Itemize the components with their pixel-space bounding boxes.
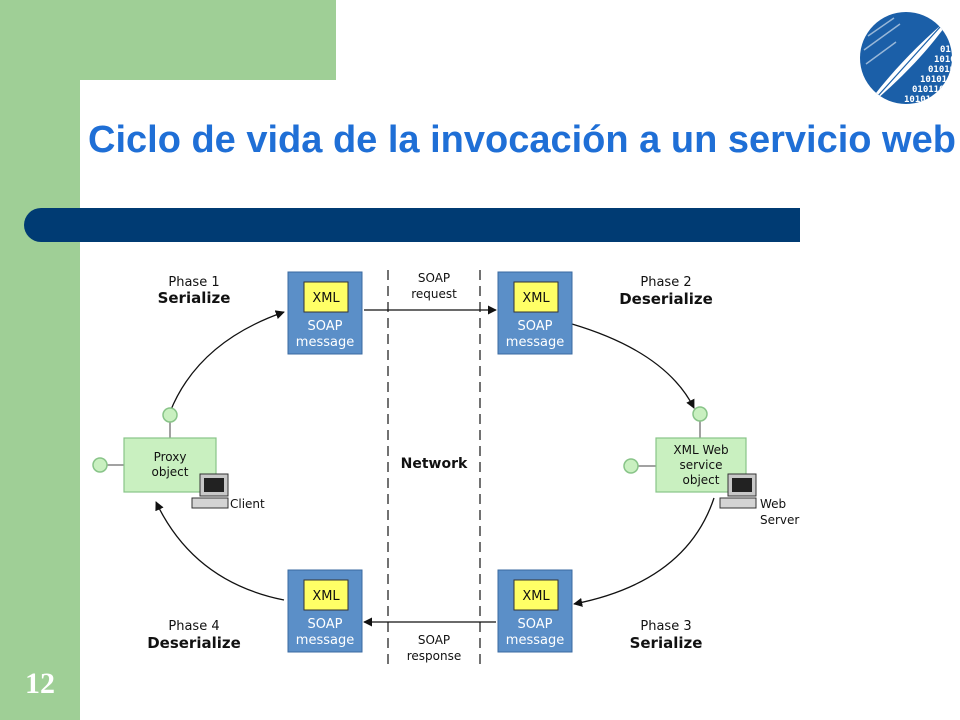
soap-message-box-bottom-left: XML SOAP message <box>287 569 363 653</box>
ws-left-connector <box>623 458 639 474</box>
logo-digits-2: 1010 <box>934 55 956 65</box>
arrow-phase1 <box>169 310 285 413</box>
logo-digits-6: 10101101 <box>904 95 947 105</box>
message-label: message <box>296 633 354 648</box>
message-label: message <box>296 335 354 350</box>
phase2-name: Deserialize <box>619 290 713 308</box>
title-underline-bar <box>24 208 800 242</box>
phase1-number: Phase 1 <box>168 275 219 290</box>
ws-top-connector <box>692 406 708 422</box>
left-green-band <box>0 0 80 720</box>
phase3-number: Phase 3 <box>640 619 691 634</box>
soap-response-label-2: response <box>407 649 462 663</box>
ws-label-3: object <box>683 473 720 487</box>
network-label: Network <box>401 456 468 472</box>
logo-digits-4: 101010 <box>920 75 953 85</box>
web-server-computer-icon: Web Server <box>719 473 799 527</box>
soap-message-box-top-left: XML SOAP message <box>287 271 363 355</box>
proxy-left-connector <box>92 457 108 473</box>
slide-title: Ciclo de vida de la invocación a un serv… <box>88 119 956 161</box>
proxy-object: Proxy object <box>92 407 217 493</box>
phase4-number: Phase 4 <box>168 619 219 634</box>
soap-request-label-2: request <box>411 287 457 301</box>
soap-label: SOAP <box>308 617 343 632</box>
logo-digits-3: 01010 <box>928 65 955 75</box>
arrow-phase2 <box>571 323 695 409</box>
xml-label: XML <box>312 291 340 306</box>
arrow-phase4 <box>155 501 285 601</box>
soap-label: SOAP <box>518 617 553 632</box>
xml-label: XML <box>522 589 550 604</box>
phase4-name: Deserialize <box>147 634 241 652</box>
soap-lifecycle-diagram: Network SOAP request SOAP response Phase… <box>92 270 799 664</box>
client-computer-icon: Client <box>191 473 265 511</box>
soap-response-label-1: SOAP <box>418 633 450 647</box>
feather-binary-logo-icon: 01 1010 01010 101010 0101101 10101101 <box>860 12 956 105</box>
xml-label: XML <box>522 291 550 306</box>
soap-message-box-top-right: XML SOAP message <box>497 271 573 355</box>
soap-label: SOAP <box>518 319 553 334</box>
soap-request-label-1: SOAP <box>418 271 450 285</box>
top-green-band <box>0 0 336 80</box>
proxy-label-2: object <box>152 465 189 479</box>
page-number: 12 <box>25 667 55 700</box>
ws-label-2: service <box>680 458 723 472</box>
soap-label: SOAP <box>308 319 343 334</box>
client-label: Client <box>230 497 265 511</box>
soap-message-box-bottom-right: XML SOAP message <box>497 569 573 653</box>
phase1-name: Serialize <box>158 289 231 307</box>
arrow-phase3 <box>573 497 715 607</box>
proxy-label-1: Proxy <box>154 450 187 464</box>
logo-digits-5: 0101101 <box>912 85 950 95</box>
message-label: message <box>506 335 564 350</box>
web-server-label-1: Web <box>760 497 786 511</box>
proxy-top-connector <box>162 407 178 423</box>
xml-label: XML <box>312 589 340 604</box>
phase3-name: Serialize <box>630 634 703 652</box>
web-server-label-2: Server <box>760 513 799 527</box>
ws-label-1: XML Web <box>673 443 728 457</box>
logo-digits-1: 01 <box>940 45 951 55</box>
phase2-number: Phase 2 <box>640 275 691 290</box>
message-label: message <box>506 633 564 648</box>
